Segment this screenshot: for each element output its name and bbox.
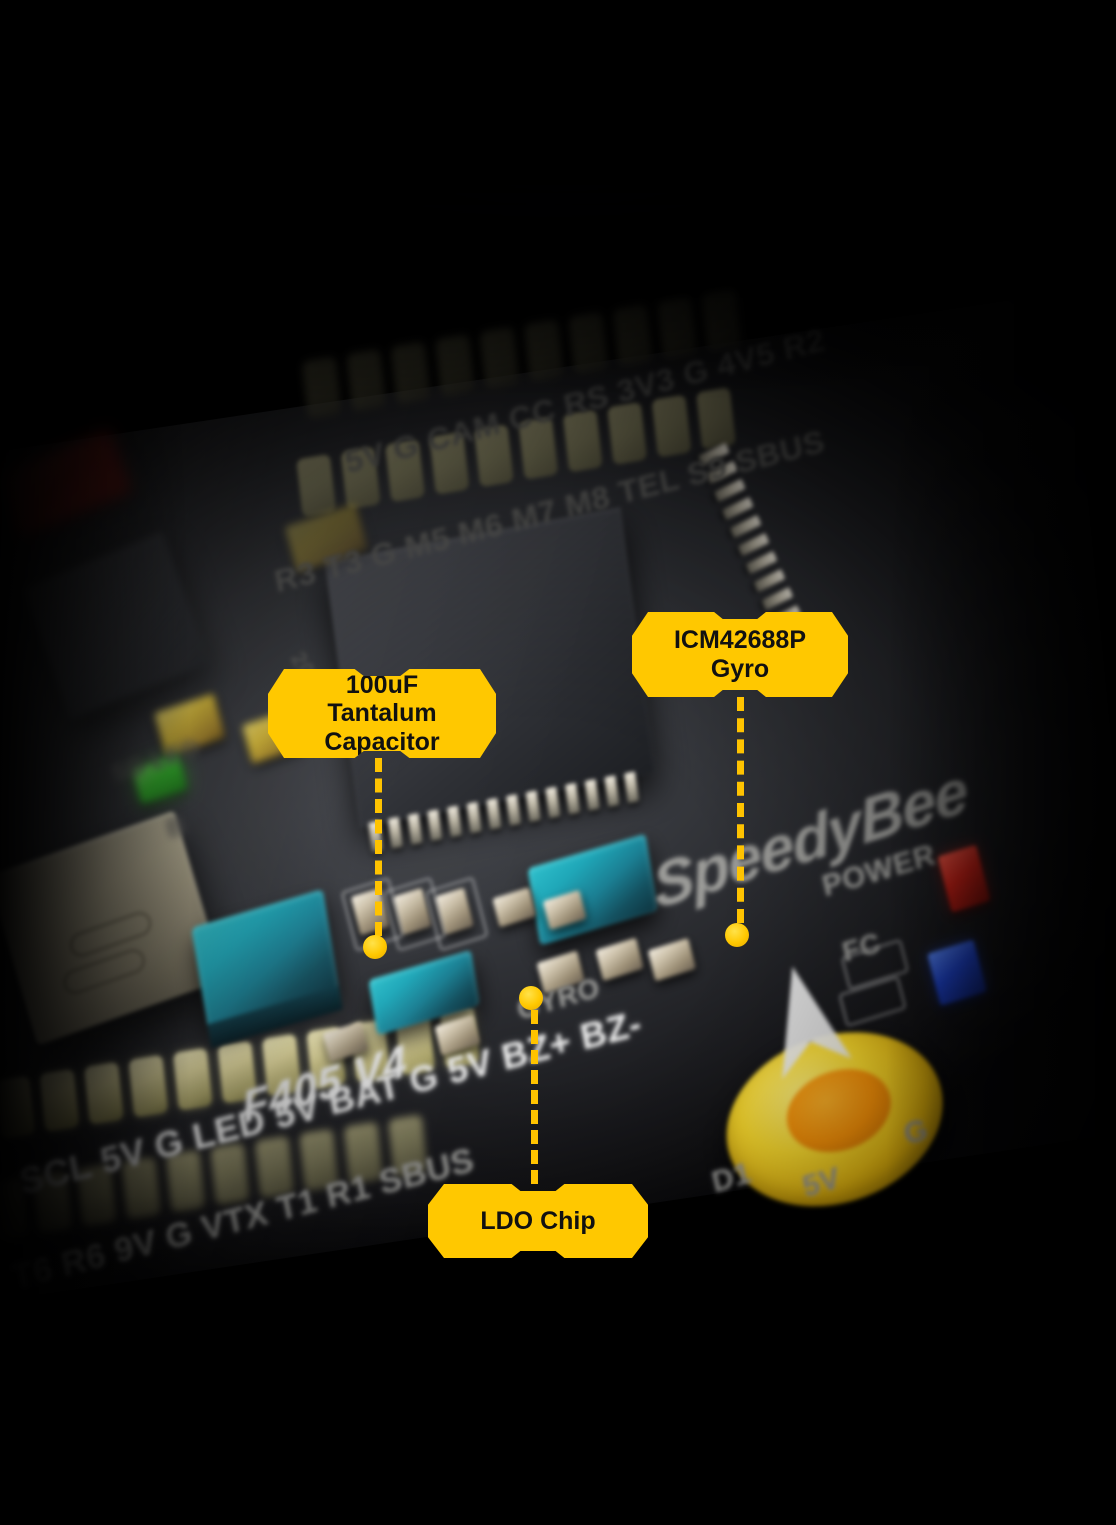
pcb-board: 5V G CAM CC RS 3V3 G 4V5 R2 R3 T3 G M5 M… [0,198,1116,1501]
marker-dot-ldo-chip [519,986,543,1010]
marker-dot-tantalum-capacitor [363,935,387,959]
leader-line-gyro [737,697,744,923]
leader-line-tantalum-capacitor [375,758,382,936]
leader-line-ldo-chip [531,1010,538,1184]
callout-text-ldo-chip: LDO Chip [480,1206,596,1235]
marker-dot-gyro [725,923,749,947]
callout-ldo-chip[interactable]: LDO Chip [428,1184,648,1258]
